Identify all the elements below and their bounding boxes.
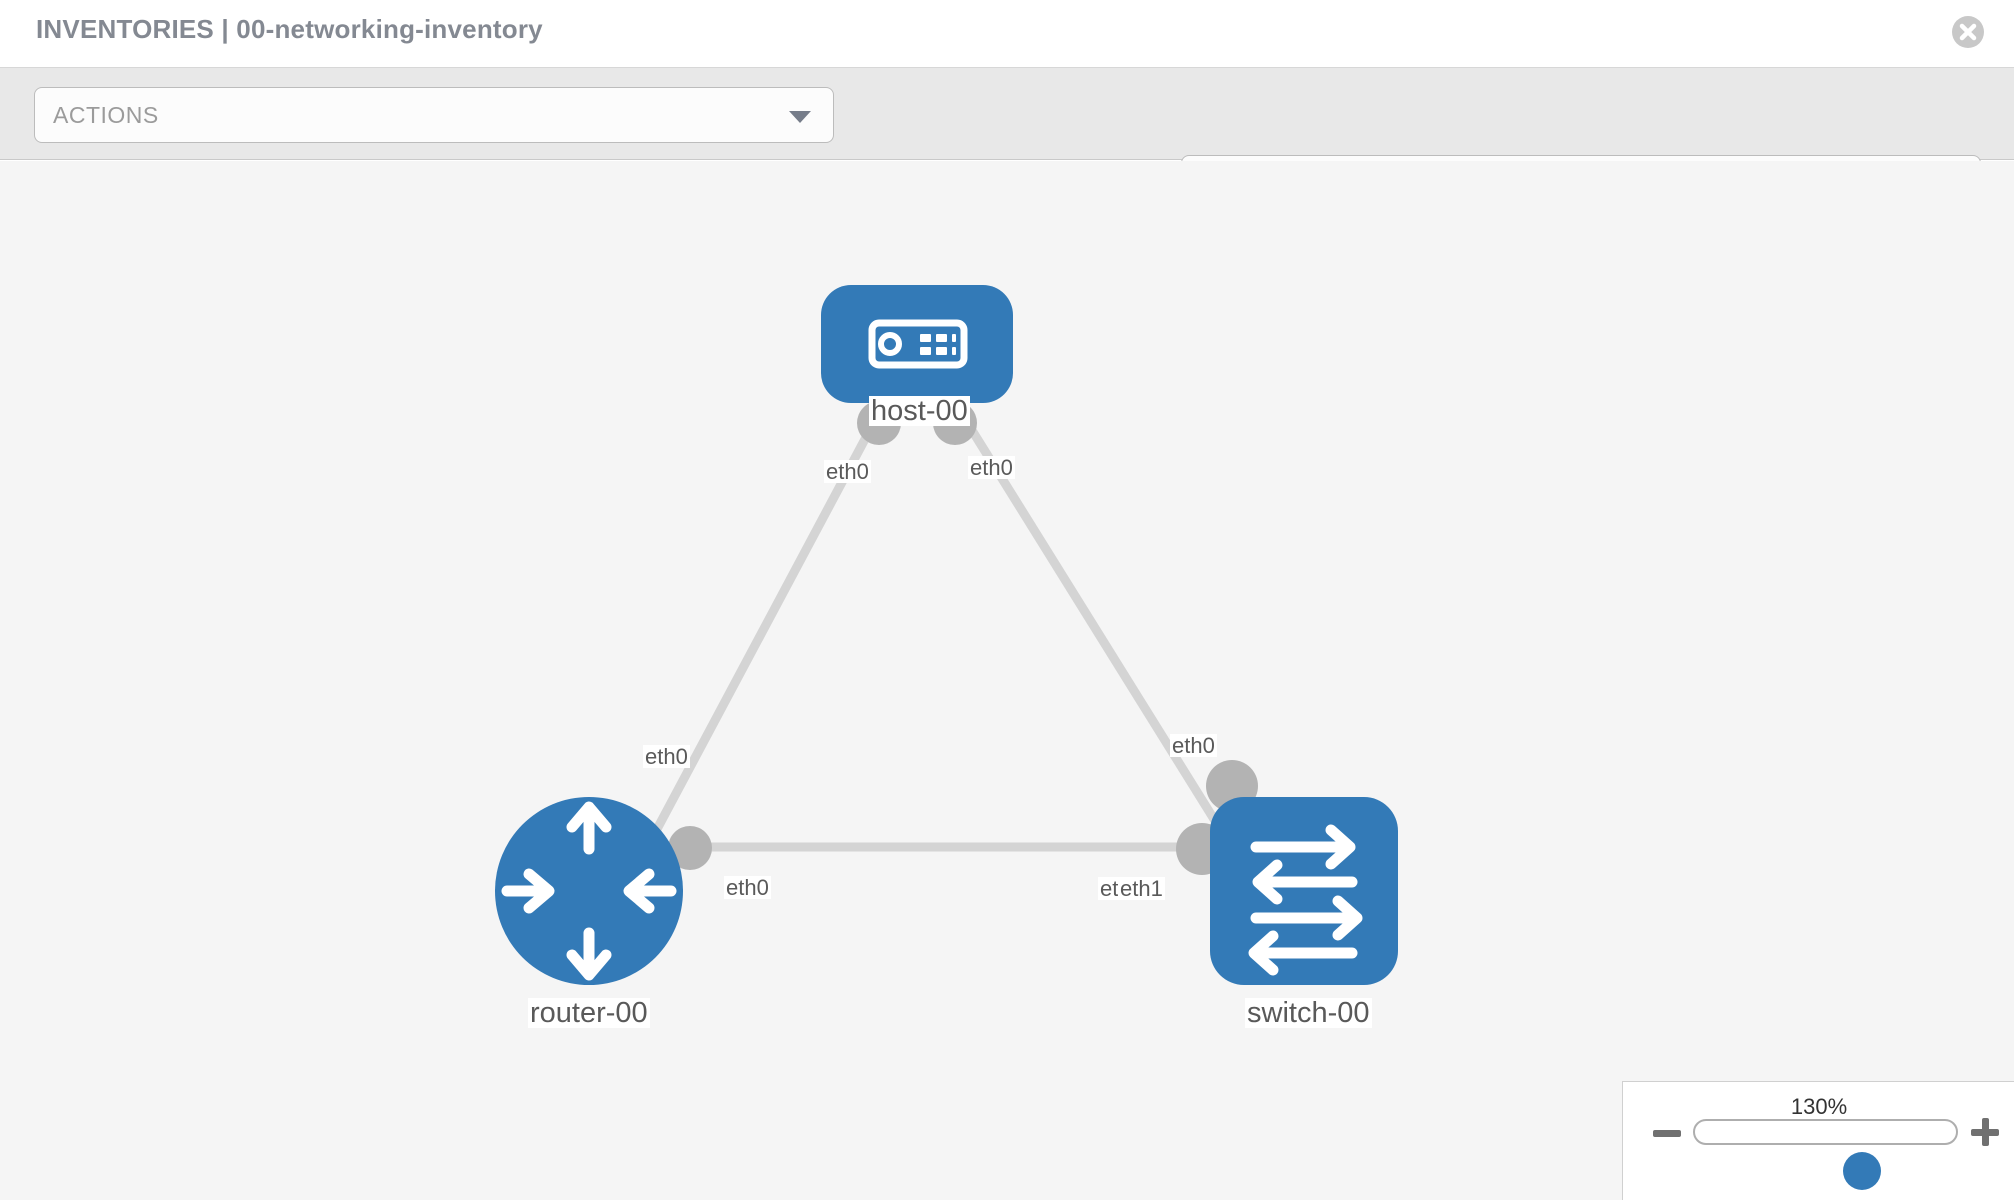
page-header: INVENTORIES | 00-networking-inventory: [0, 0, 2014, 68]
link-host00-switch00: [956, 408, 1244, 864]
node-label-switch-00: switch-00: [1245, 997, 1372, 1029]
actions-dropdown-label: ACTIONS: [53, 102, 159, 128]
topology-canvas[interactable]: host-00 router-00 switch-00 eth0 eth0 et…: [0, 161, 2014, 1200]
chevron-down-icon: [789, 111, 811, 123]
topology-graph: [495, 285, 1398, 985]
plus-icon[interactable]: [1971, 1118, 1999, 1146]
zoom-slider-thumb[interactable]: [1843, 1152, 1881, 1190]
interface-label: eth0: [1170, 733, 1217, 758]
actions-dropdown[interactable]: ACTIONS: [34, 87, 834, 143]
node-switch-00[interactable]: [1210, 797, 1398, 985]
node-label-router-00: router-00: [528, 997, 650, 1029]
zoom-control-panel: 130%: [1622, 1081, 2014, 1200]
node-label-host-00: host-00: [869, 395, 970, 427]
node-host-00[interactable]: [821, 285, 1013, 403]
zoom-percent-label: 130%: [1790, 1094, 1848, 1119]
page-title: INVENTORIES | 00-networking-inventory: [36, 14, 543, 44]
minus-icon[interactable]: [1653, 1130, 1681, 1137]
interface-label: eth0: [824, 459, 871, 484]
interface-label: eth0: [968, 455, 1015, 480]
interface-label: eth1: [1118, 876, 1165, 901]
interface-label: eth0: [724, 875, 771, 900]
server-icon: [868, 319, 968, 369]
toolbar: ACTIONS SEARCH: [0, 68, 2014, 211]
node-router-00[interactable]: [495, 797, 683, 985]
link-host00-router00: [636, 408, 884, 864]
topology-links: [636, 408, 1244, 864]
switch-icon: [1248, 824, 1363, 976]
interface-label: eth0: [643, 744, 690, 769]
close-icon[interactable]: [1950, 14, 1986, 50]
router-icon: [501, 801, 677, 981]
connector-router00-right: [668, 826, 712, 870]
zoom-slider[interactable]: [1693, 1119, 1958, 1190]
